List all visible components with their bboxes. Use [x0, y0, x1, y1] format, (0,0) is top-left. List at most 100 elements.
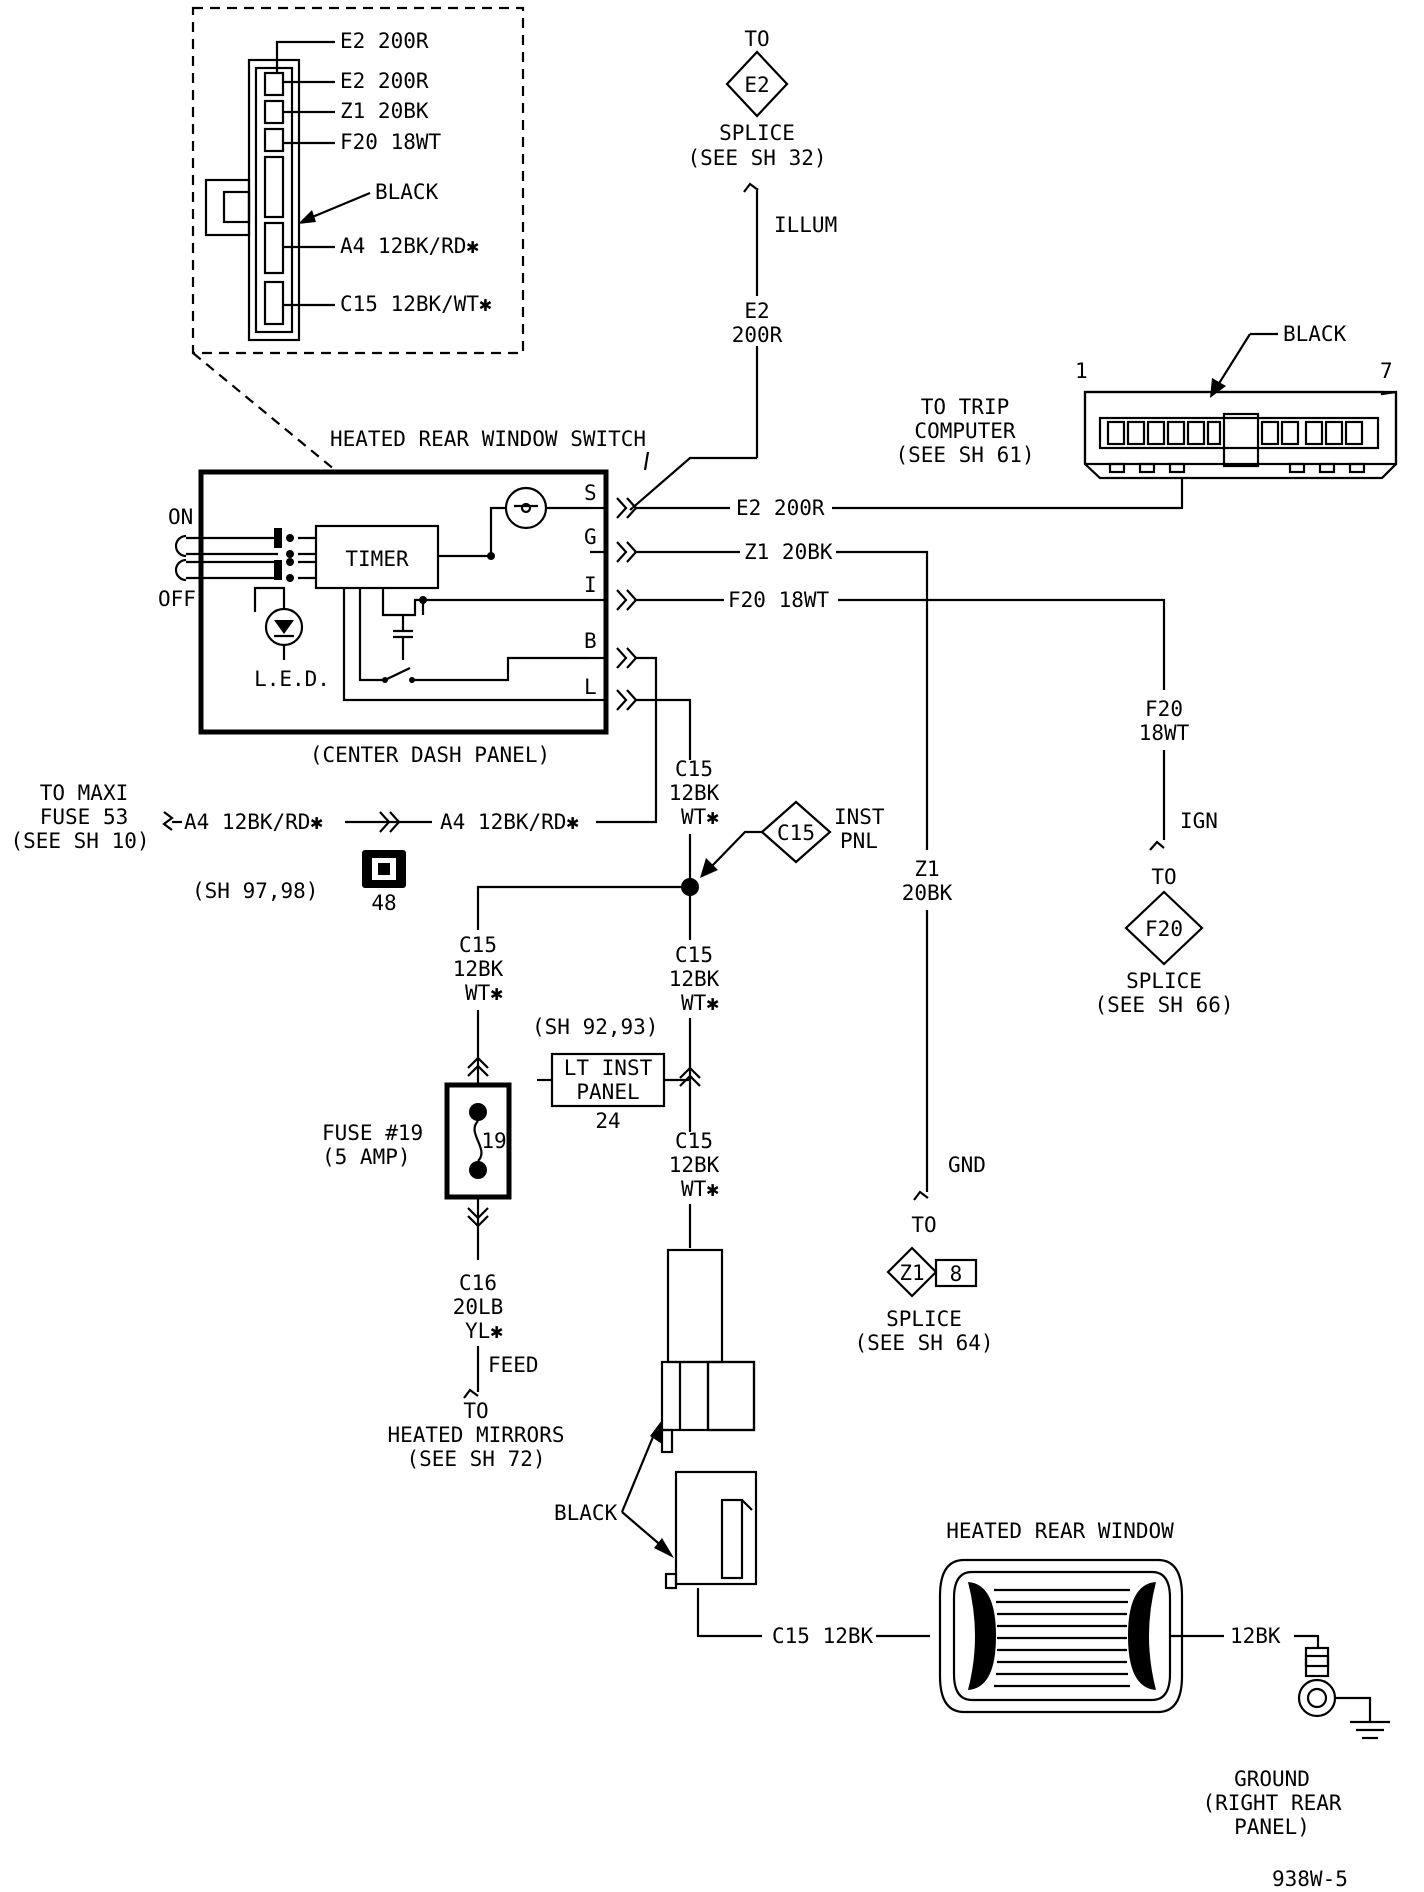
maxi-fuse-line3: (SEE SH 10) — [10, 829, 149, 853]
connector-black-label: BLACK — [554, 1501, 618, 1525]
fuse-rating: (5 AMP) — [322, 1145, 411, 1169]
trip-label-line1: TO TRIP — [921, 395, 1010, 419]
wire-c16-spec1: 20LB — [453, 1295, 504, 1319]
wire-c15-main: C15 12BK WT✱ C15 INST PNL C15 12BK WT✱ C… — [476, 698, 885, 1248]
wire-g: Z1 20BK Z1 20BK GND — [636, 540, 986, 1201]
wire-c15-code-4: C15 — [459, 933, 497, 957]
terminal-g: G — [584, 525, 597, 549]
splice-z1-label: SPLICE — [886, 1307, 962, 1331]
wire-f20-spec: 18WT — [1139, 721, 1190, 745]
switch-title: HEATED REAR WINDOW SWITCH — [330, 427, 646, 451]
wire-c15-final: C15 12BK — [772, 1624, 874, 1648]
wire-c15-spec2-3: WT✱ — [681, 1177, 719, 1201]
splice-e2: TO E2 SPLICE (SEE SH 32) ILLUM E2 200R — [629, 27, 837, 511]
mirrors-line2: (SEE SH 72) — [406, 1447, 545, 1471]
wire-c16-spec2: YL✱ — [465, 1319, 503, 1343]
circuit-gnd: GND — [948, 1153, 986, 1177]
switch-connectors — [616, 497, 638, 711]
wire-i-label: F20 18WT — [728, 588, 830, 612]
wire-c15-code-3: C15 — [675, 1129, 713, 1153]
splice-e2-to: TO — [744, 27, 769, 51]
wire-a4-label-left: A4 12BK/RD✱ — [184, 810, 323, 834]
ground-line2: (RIGHT REAR — [1202, 1791, 1341, 1815]
circuit-illum: ILLUM — [774, 213, 837, 237]
detail-pin-label: F20 18WT — [340, 130, 442, 154]
splice-f20-id: F20 — [1145, 917, 1183, 941]
rear-window-title: HEATED REAR WINDOW — [946, 1519, 1174, 1543]
wire-f20-code: F20 — [1145, 697, 1183, 721]
inst-panel-line2: PANEL — [576, 1080, 639, 1104]
trip-computer-connector: 1 7 BLACK TO TRIP COMPUTER (SEE SH 61) — [895, 322, 1398, 480]
wire-s-label: E2 200R — [736, 496, 825, 520]
wire-z1-spec: 20BK — [902, 881, 953, 905]
trip-pin-first: 1 — [1075, 359, 1088, 383]
wire-e2-code: E2 — [744, 299, 769, 323]
led-label: L.E.D. — [254, 667, 330, 691]
maxi-fuse-line1: TO MAXI — [40, 781, 129, 805]
lt-inst-panel: (SH 92,93) LT INST PANEL 24 — [532, 1015, 690, 1133]
splice-f20-to: TO — [1151, 865, 1176, 889]
heated-rear-window-switch: HEATED REAR WINDOW SWITCH ON OFF TIMER L… — [158, 427, 650, 767]
splice-c15-id: C15 — [777, 821, 815, 845]
wire-c15-spec1-3: 12BK — [669, 1153, 720, 1177]
splice-z1-id: Z1 — [899, 1261, 924, 1285]
splice-e2-id: E2 — [744, 73, 769, 97]
splice-z1-see: (SEE SH 64) — [854, 1331, 993, 1355]
wire-c16-code: C16 — [459, 1271, 497, 1295]
detail-color-label: BLACK — [375, 180, 439, 204]
switch-location: (CENTER DASH PANEL) — [310, 743, 550, 767]
wire-e2-spec: 200R — [732, 323, 783, 347]
mirrors-to: TO — [463, 1399, 488, 1423]
wire-a4-label-right: A4 12BK/RD✱ — [440, 810, 579, 834]
inst-sheet-ref: (SH 92,93) — [532, 1015, 658, 1039]
splice-z1-number: 8 — [950, 1262, 963, 1286]
wire-c15-spec2-1: WT✱ — [681, 805, 719, 829]
figure-id: 938W-5 — [1272, 1867, 1348, 1891]
detail-pin-label: E2 200R — [340, 69, 429, 93]
trip-color-label: BLACK — [1283, 322, 1347, 346]
terminal-s: S — [584, 481, 597, 505]
wire-c15-spec1-2: 12BK — [669, 967, 720, 991]
mirrors-line1: HEATED MIRRORS — [387, 1423, 564, 1447]
wire-c15-spec1-4: 12BK — [453, 957, 504, 981]
splice-f20: TO F20 SPLICE (SEE SH 66) — [1094, 865, 1233, 1017]
heated-rear-window: HEATED REAR WINDOW 12BK — [938, 1519, 1320, 1714]
wire-i: F20 18WT F20 18WT IGN — [636, 588, 1218, 851]
detail-pin-label: E2 200R — [340, 29, 429, 53]
fuse-number: 19 — [481, 1129, 506, 1153]
splice-z1-to: TO — [911, 1213, 936, 1237]
splice-c15-label2: PNL — [840, 829, 878, 853]
wire-g-label: Z1 20BK — [744, 540, 833, 564]
circuit-feed: FEED — [488, 1353, 539, 1377]
trip-label-line3: (SEE SH 61) — [895, 443, 1034, 467]
inline-connector: BLACK C15 12BK — [554, 1248, 930, 1648]
wire-s: E2 200R — [636, 478, 1184, 520]
wire-c15-spec2-4: WT✱ — [465, 981, 503, 1005]
splice-c15-label1: INST — [834, 805, 885, 829]
wire-c15-spec1-1: 12BK — [669, 781, 720, 805]
splice-f20-label: SPLICE — [1126, 969, 1202, 993]
splice-z1: TO Z1 8 SPLICE (SEE SH 64) — [854, 1213, 993, 1355]
splice-f20-see: (SEE SH 66) — [1094, 993, 1233, 1017]
wire-c15-code-2: C15 — [675, 943, 713, 967]
switch-off-label: OFF — [158, 587, 196, 611]
detail-pin-label: C15 12BK/WT✱ — [340, 292, 492, 316]
detail-pin-label: A4 12BK/RD✱ — [340, 234, 479, 258]
splice-e2-label: SPLICE — [719, 121, 795, 145]
wire-c15-code-1: C15 — [675, 757, 713, 781]
inst-panel-line1: LT INST — [564, 1056, 653, 1080]
wire-a4: A4 12BK/RD✱ A4 12BK/RD✱ TO MAXI FUSE 53 … — [10, 656, 658, 915]
ground: GROUND (RIGHT REAR PANEL) — [1202, 1646, 1390, 1839]
timer-label: TIMER — [345, 547, 409, 571]
ground-line3: PANEL) — [1234, 1815, 1310, 1839]
switch-on-label: ON — [168, 505, 193, 529]
trip-label-line2: COMPUTER — [914, 419, 1016, 443]
wire-ground-label: 12BK — [1230, 1624, 1281, 1648]
fuse-label: FUSE #19 — [322, 1121, 423, 1145]
fuse-19: C15 12BK WT✱ 19 FUSE #19 (5 AMP) C16 20L… — [322, 933, 565, 1471]
circuit-ign: IGN — [1180, 809, 1218, 833]
connector-detail: E2 200R E2 200R Z1 20BK F20 18WT BLACK A… — [191, 6, 525, 471]
trip-pin-last: 7 — [1380, 359, 1393, 383]
maxi-connector-number: 48 — [371, 891, 396, 915]
